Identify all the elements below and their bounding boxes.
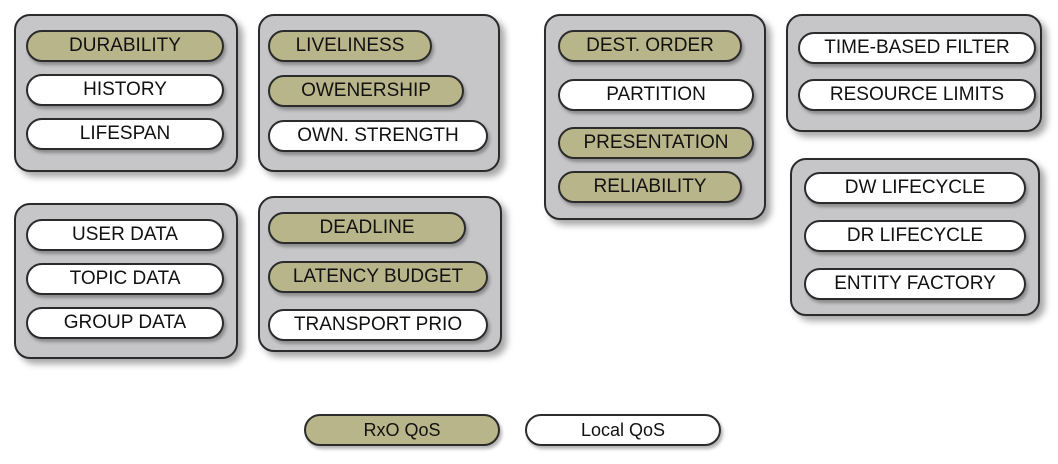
legend-local-qos: Local QoS: [525, 414, 721, 446]
qos-group-liveliness: LIVELINESS OWENERSHIP OWN. STRENGTH: [258, 14, 500, 172]
qos-pill-liveliness: LIVELINESS: [268, 30, 432, 62]
qos-pill-resource-limits: RESOURCE LIMITS: [798, 79, 1036, 111]
qos-pill-entity-factory: ENTITY FACTORY: [804, 268, 1026, 300]
qos-pill-durability: DURABILITY: [26, 30, 224, 62]
qos-pill-group-data: GROUP DATA: [26, 307, 224, 339]
qos-pill-time-based-filter: TIME-BASED FILTER: [798, 32, 1036, 64]
qos-pill-lifespan: LIFESPAN: [26, 118, 224, 150]
qos-pill-presentation: PRESENTATION: [558, 127, 754, 159]
qos-pill-reliability: RELIABILITY: [558, 171, 742, 203]
qos-pill-topic-data: TOPIC DATA: [26, 263, 224, 295]
qos-pill-dr-lifecycle: DR LIFECYCLE: [804, 220, 1026, 252]
qos-group-dw-lifecycle: DW LIFECYCLE DR LIFECYCLE ENTITY FACTORY: [790, 158, 1040, 316]
qos-pill-own-strength: OWN. STRENGTH: [268, 120, 488, 152]
qos-group-time-based-filter: TIME-BASED FILTER RESOURCE LIMITS: [786, 14, 1042, 132]
qos-pill-deadline: DEADLINE: [268, 212, 466, 244]
qos-pill-latency-budget: LATENCY BUDGET: [268, 261, 488, 293]
qos-group-dest-order: DEST. ORDER PARTITION PRESENTATION RELIA…: [544, 14, 766, 220]
qos-pill-transport-prio: TRANSPORT PRIO: [268, 309, 488, 341]
qos-group-durability: DURABILITY HISTORY LIFESPAN: [14, 14, 238, 172]
legend-rxo-qos: RxO QoS: [304, 414, 500, 446]
qos-pill-dest-order: DEST. ORDER: [558, 30, 742, 62]
qos-pill-dw-lifecycle: DW LIFECYCLE: [804, 172, 1026, 204]
qos-group-user-data: USER DATA TOPIC DATA GROUP DATA: [14, 203, 238, 359]
qos-pill-ownership: OWENERSHIP: [268, 75, 464, 107]
qos-pill-partition: PARTITION: [558, 79, 754, 111]
qos-group-deadline: DEADLINE LATENCY BUDGET TRANSPORT PRIO: [258, 196, 502, 352]
qos-pill-user-data: USER DATA: [26, 219, 224, 251]
qos-pill-history: HISTORY: [26, 74, 224, 106]
